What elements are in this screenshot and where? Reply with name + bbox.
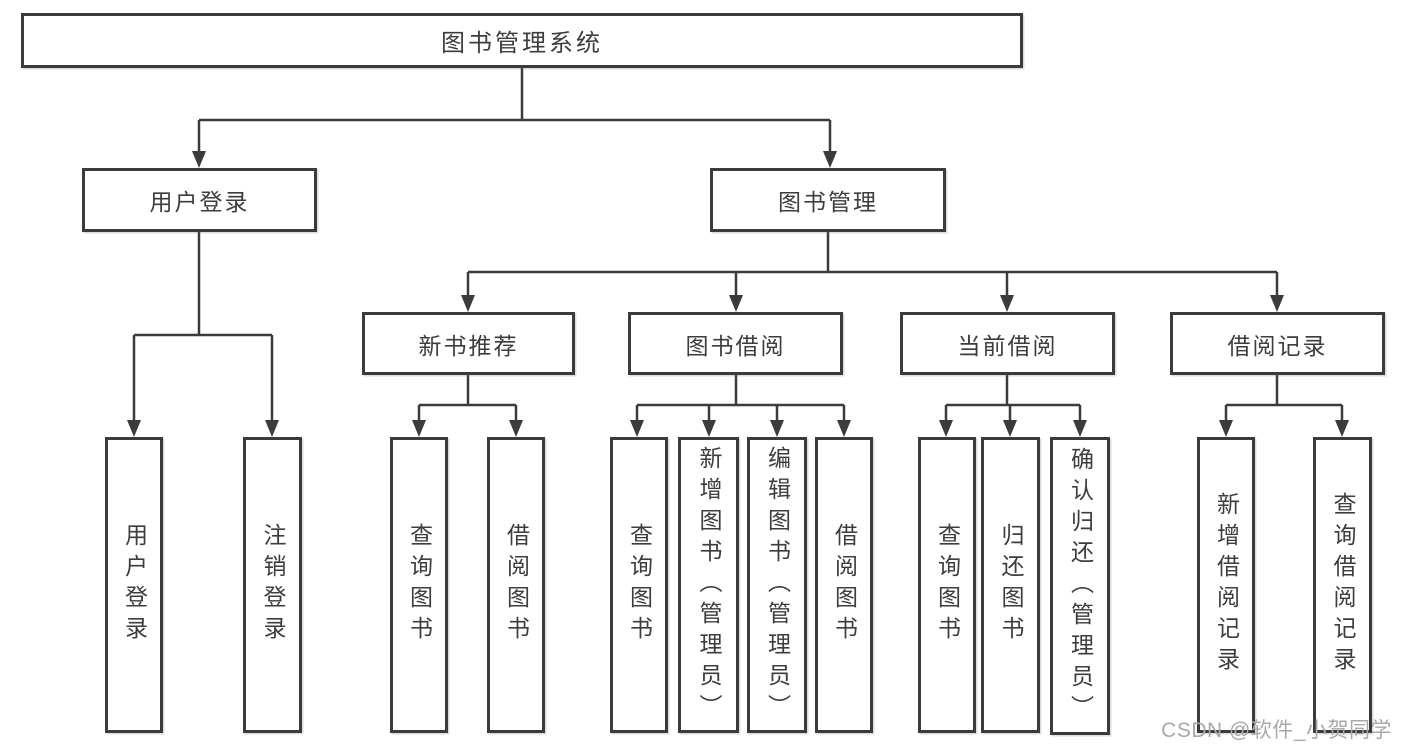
leaf-query-books-borrow: 查询图书 xyxy=(610,437,668,733)
node-borrow-records: 借阅记录 xyxy=(1170,312,1385,375)
node-label: 图书管理系统 xyxy=(441,30,603,57)
node-label: 借阅图书 xyxy=(503,523,530,647)
node-label: 编辑图书（管理员） xyxy=(764,445,791,725)
node-label: 借阅记录 xyxy=(1227,332,1328,359)
node-current-borrow: 当前借阅 xyxy=(900,312,1115,375)
node-label: 新增借阅记录 xyxy=(1213,492,1240,678)
node-label: 查询图书 xyxy=(406,523,433,647)
node-label: 用户登录 xyxy=(149,189,250,215)
node-label: 图书管理 xyxy=(778,189,878,215)
leaf-query-books-recommend: 查询图书 xyxy=(390,437,448,733)
leaf-user-login: 用户登录 xyxy=(105,437,163,733)
leaf-edit-books-admin: 编辑图书（管理员） xyxy=(747,437,807,733)
node-new-book-recommend: 新书推荐 xyxy=(362,312,575,375)
node-label: 新书推荐 xyxy=(418,332,519,359)
node-book-management: 图书管理 xyxy=(710,168,946,232)
node-user-login: 用户登录 xyxy=(82,168,317,232)
node-label: 归还图书 xyxy=(998,523,1024,647)
node-book-borrow: 图书借阅 xyxy=(628,312,843,375)
node-label: 查询图书 xyxy=(934,523,961,647)
csdn-watermark: CSDN @软件_小贺同学 xyxy=(1161,719,1392,742)
node-label: 用户登录 xyxy=(121,523,148,647)
node-label: 当前借阅 xyxy=(957,332,1058,359)
node-label: 查询图书 xyxy=(626,523,653,647)
leaf-add-borrow-record: 新增借阅记录 xyxy=(1197,437,1255,733)
leaf-add-books-admin: 新增图书（管理员） xyxy=(678,437,739,733)
node-label: 借阅图书 xyxy=(831,523,858,647)
leaf-return-books: 归还图书 xyxy=(981,437,1040,733)
node-label: 新增图书（管理员） xyxy=(696,445,722,725)
leaf-confirm-return-admin: 确认归还（管理员） xyxy=(1050,437,1110,735)
node-library-management-system: 图书管理系统 xyxy=(21,13,1023,68)
leaf-query-borrow-record: 查询借阅记录 xyxy=(1313,437,1372,733)
node-label: 确认归还（管理员） xyxy=(1067,446,1094,726)
node-label: 查询借阅记录 xyxy=(1330,492,1356,678)
leaf-logout: 注销登录 xyxy=(243,437,302,733)
node-label: 图书借阅 xyxy=(685,332,786,359)
node-label: 注销登录 xyxy=(260,523,286,647)
leaf-borrow-books: 借阅图书 xyxy=(815,437,873,733)
leaf-query-books-current: 查询图书 xyxy=(918,437,976,733)
leaf-borrow-books-recommend: 借阅图书 xyxy=(487,437,545,733)
